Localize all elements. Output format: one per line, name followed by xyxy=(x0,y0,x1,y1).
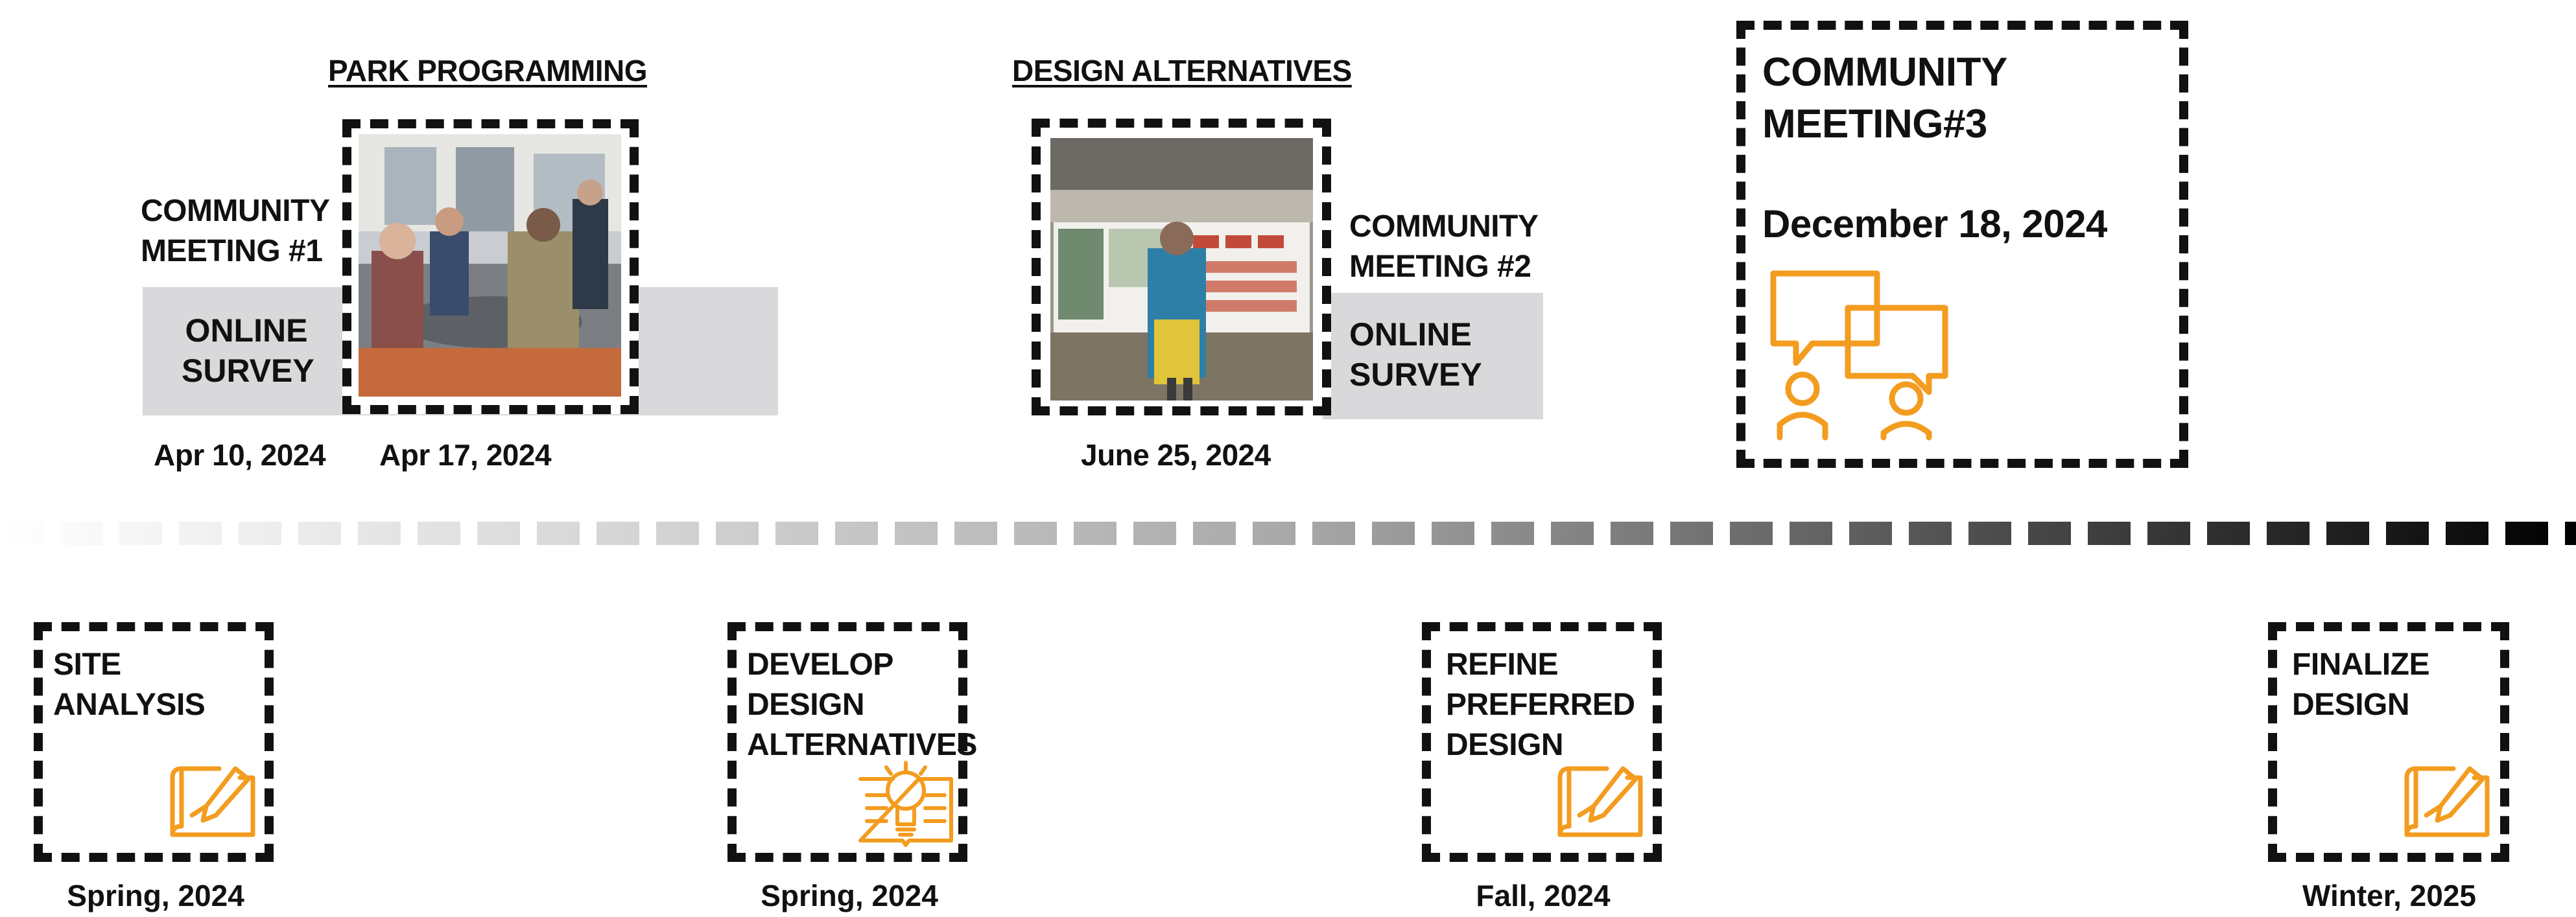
community-meeting-icon xyxy=(1770,270,1948,441)
meeting-3-frame xyxy=(1736,21,2188,468)
phase-2-frame xyxy=(727,622,967,862)
phase-1-title: SITE ANALYSIS xyxy=(53,647,206,722)
phase-4-date: Winter, 2025 xyxy=(2302,879,2477,912)
drawing-plan-icon xyxy=(170,766,255,837)
park-programming-heading: PARK PROGRAMMING xyxy=(328,54,648,87)
phase-1-date: Spring, 2024 xyxy=(67,879,244,912)
phase-3-date: Fall, 2024 xyxy=(1476,879,1611,912)
meeting-1-photo xyxy=(359,134,621,397)
online-survey-2-label: ONLINE SURVEY xyxy=(1349,316,1482,393)
drawing-plan-icon xyxy=(2404,766,2490,837)
survey-1-date: Apr 10, 2024 xyxy=(154,438,326,472)
meeting-2-date: June 25, 2024 xyxy=(1081,438,1271,472)
meeting-2-photo xyxy=(1050,138,1313,400)
phase-1-frame xyxy=(34,622,274,862)
community-meeting-2-label: COMMUNITY MEETING #2 xyxy=(1349,209,1539,284)
phase-3-frame xyxy=(1422,622,1662,862)
phase-2-title: DEVELOP DESIGN ALTERNATIVES xyxy=(747,647,977,762)
meeting-3-date: December 18, 2024 xyxy=(1762,202,2107,246)
phase-3-title: REFINE PREFERRED DESIGN xyxy=(1446,647,1635,762)
phase-4-title: FINALIZE DESIGN xyxy=(2292,647,2429,722)
design-alternatives-heading: DESIGN ALTERNATIVES xyxy=(1012,54,1352,87)
survey-band-2 xyxy=(1323,293,1543,419)
phase-2-date: Spring, 2024 xyxy=(761,879,938,912)
drawing-plan-icon xyxy=(1557,766,1643,837)
lightbulb-book-icon xyxy=(858,761,953,847)
online-survey-1-label: ONLINE SURVEY xyxy=(182,312,314,389)
community-meeting-3-title: COMMUNITY MEETING#3 xyxy=(1762,50,2007,146)
community-meeting-1-label: COMMUNITY MEETING #1 xyxy=(141,194,330,268)
timeline-bar xyxy=(0,522,2576,545)
phase-4-frame xyxy=(2268,622,2509,862)
meeting-1-date: Apr 17, 2024 xyxy=(379,438,552,472)
